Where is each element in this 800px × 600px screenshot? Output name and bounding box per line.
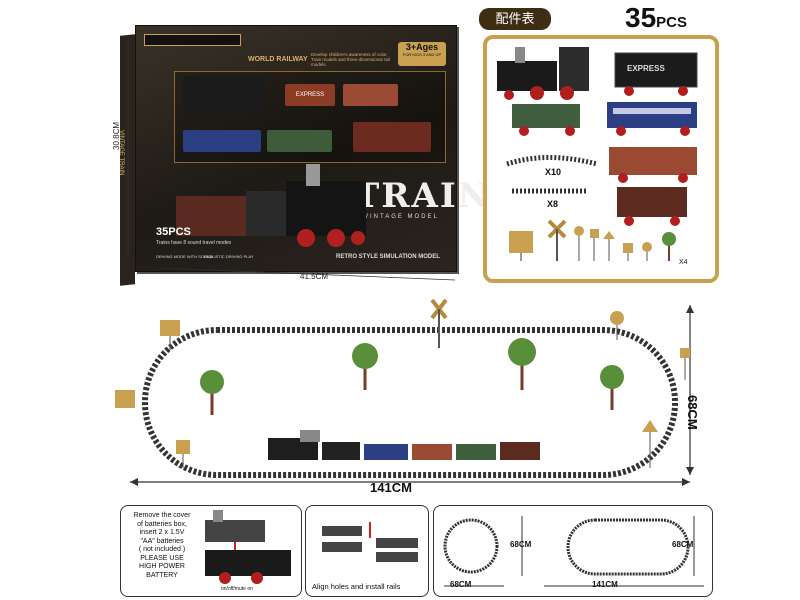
battery-instructions: Remove the cover of batteries box, inser… — [133, 512, 191, 579]
tree-2 — [352, 343, 378, 390]
battery-illustration — [205, 510, 291, 584]
sign-left — [160, 320, 180, 350]
box-preview-frame: EXPRESS — [174, 71, 446, 163]
circle-height-label: 68CM — [510, 540, 532, 549]
box-title: TRAIN — [354, 176, 491, 216]
box-dimension-lines — [127, 40, 456, 281]
box-icon-strip — [144, 34, 241, 46]
box-car-hopper — [353, 122, 431, 152]
piece-count: 35PCS — [625, 2, 687, 33]
curve-rail-qty: X10 — [545, 167, 562, 177]
layout-width-label: 141CM — [370, 480, 412, 495]
track-size-diagrams — [443, 516, 704, 587]
sign-bottom-right — [642, 420, 658, 468]
part-tree — [662, 232, 676, 261]
tree-1 — [200, 370, 224, 415]
sign-top-right — [610, 311, 624, 340]
box-pcs: 35PCS — [156, 226, 191, 238]
oval-width-label: 141CM — [592, 580, 618, 589]
battery-instruction-panel: Remove the cover of batteries box, inser… — [120, 505, 302, 597]
straight-rail-qty: X8 — [547, 199, 559, 209]
box-car-red — [343, 84, 398, 106]
part-locomotive — [497, 47, 589, 100]
box-subtitle: VINTAGE MODEL — [364, 214, 439, 220]
part-curved-rail — [506, 155, 598, 167]
product-box: WORLD RAILWAY Develop children's awarene… — [135, 25, 489, 272]
box-feature-text: Trains have 8 sound travel modes — [156, 240, 232, 246]
rails-instruction-text: Align holes and install rails — [312, 582, 401, 591]
sign-right — [680, 348, 690, 380]
oval-track — [142, 327, 678, 478]
box-width-label: 41.5CM — [300, 272, 329, 281]
age-badge: 3+Ages FOR KIDS 3 AND UP — [398, 42, 446, 66]
layout-height-label: 68CM — [685, 395, 700, 430]
switch-label: on/off/mute on — [221, 586, 253, 592]
box-description: Develop children's awareness of color, T… — [311, 52, 390, 67]
tree-3 — [508, 338, 536, 390]
box-brand: WORLD RAILWAY — [248, 56, 308, 63]
box-car-blue — [183, 130, 261, 152]
crossing-sign — [430, 298, 448, 348]
part-blue-coach — [607, 102, 697, 136]
track-size-panel: 68CM 68CM 68CM 141CM — [433, 505, 713, 597]
sign-bottom-left — [176, 440, 190, 468]
part-crossing-sign — [547, 219, 567, 261]
train-on-track — [268, 430, 540, 460]
box-locomotive-image — [183, 76, 265, 110]
part-station-sign — [509, 231, 533, 261]
rail-joining-illustration — [322, 522, 418, 562]
box-feature-1: DRIVING MODE WITH SOUND — [156, 254, 213, 259]
station-sign — [115, 390, 135, 408]
box-tagline: RETRO STYLE SIMULATION MODEL — [336, 254, 440, 260]
part-road-signs — [574, 226, 652, 261]
tree-qty: X4 — [679, 259, 688, 266]
box-car-express: EXPRESS — [285, 84, 335, 106]
tender-label: EXPRESS — [627, 64, 665, 73]
rail-instruction-panel: Align holes and install rails — [305, 505, 429, 597]
box-car-green — [267, 130, 332, 152]
circle-width-label: 68CM — [450, 580, 472, 589]
part-green-wagon — [512, 104, 580, 136]
box-feature-2: REALISTIC DRIVING PLAY — [204, 254, 254, 259]
box-train-illustration — [176, 164, 366, 247]
part-red-boxcar — [609, 147, 697, 183]
oval-height-label: 68CM — [672, 540, 694, 549]
tree-4 — [600, 365, 624, 410]
parts-panel: X10 X8 X4 EXPRESS — [483, 35, 719, 283]
part-tender — [614, 52, 698, 96]
track-layout — [115, 298, 694, 486]
part-hopper-car — [617, 187, 687, 226]
parts-illustrations — [497, 47, 698, 261]
parts-list-title: 配件表 — [479, 8, 551, 30]
